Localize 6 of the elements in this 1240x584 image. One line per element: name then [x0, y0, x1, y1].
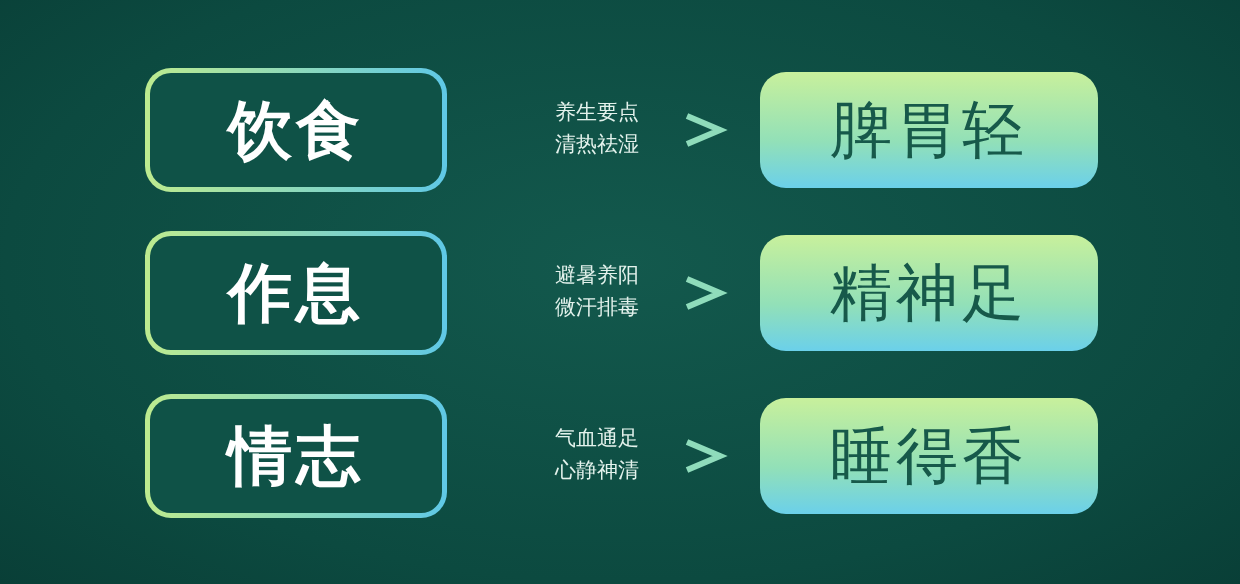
result-box: 脾胃轻 [760, 72, 1098, 188]
result-box: 精神足 [760, 235, 1098, 351]
edge-label: 气血通足心静神清 [553, 425, 640, 484]
result-box: 睡得香 [760, 398, 1098, 514]
edge-label: 养生要点清热祛湿 [554, 99, 640, 158]
edge-label: 避暑养阳微汗排毒 [554, 262, 640, 321]
